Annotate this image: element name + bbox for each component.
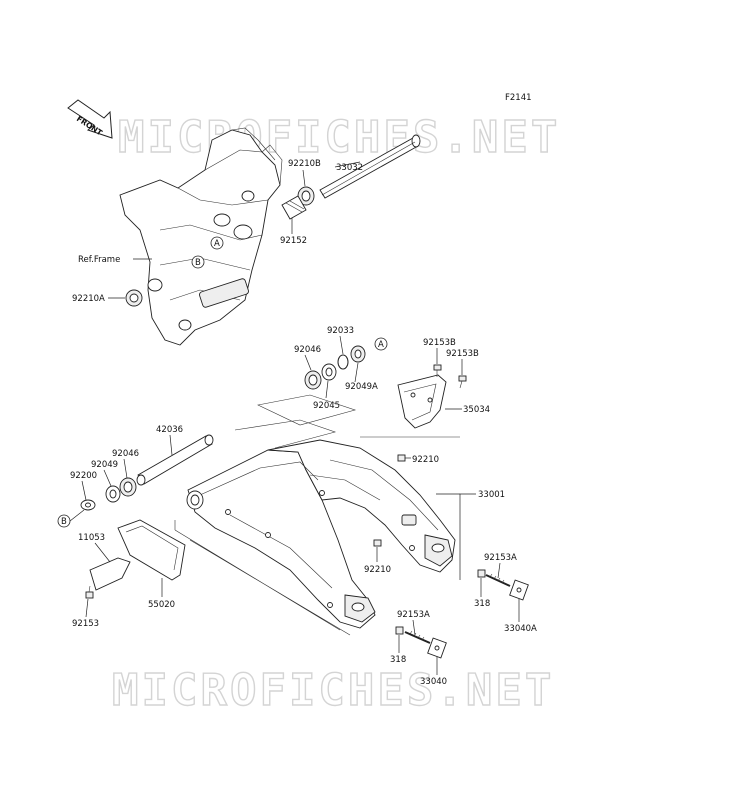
part-label-92153b-1: 92153B: [423, 338, 456, 348]
part-label-92049a: 92049A: [345, 382, 378, 392]
swingarm-33001: [186, 439, 456, 629]
front-arrow-icon: FRONT: [67, 99, 113, 139]
callout-b-frame: B: [191, 255, 205, 269]
adjuster-bolt-92153a-1: [485, 573, 511, 587]
part-label-92210-2: 92210: [364, 565, 391, 575]
block-33040a: [509, 579, 529, 601]
part-label-92033: 92033: [327, 326, 354, 336]
washer-92200: [80, 499, 96, 511]
oil-seal-92049a: [350, 345, 366, 363]
nut-318-2: [395, 626, 404, 635]
callout-a-frame: A: [210, 236, 224, 250]
nut-92210a: [125, 289, 143, 307]
bearing-92046-lower: [119, 477, 137, 497]
nut-318-1: [477, 569, 486, 578]
bolt-92153b-1: [433, 364, 442, 377]
collar-92152: [281, 195, 307, 220]
chain-guide-35034: [397, 374, 447, 429]
part-label-11053: 11053: [78, 533, 105, 543]
part-label-92046-lower: 92046: [112, 449, 139, 459]
part-label-92045: 92045: [313, 401, 340, 411]
pivot-shaft-33032: [319, 134, 421, 199]
bolt-92153: [85, 585, 94, 599]
callout-b-lower: B: [57, 514, 71, 528]
oil-seal-92049: [105, 485, 121, 503]
part-label-92049: 92049: [91, 460, 118, 470]
part-label-92153b-2: 92153B: [446, 349, 479, 359]
watermark-bottom: MICROFICHES.NET: [112, 665, 554, 716]
bolt-92210-1: [397, 454, 406, 462]
callout-a-bearing: A: [374, 337, 388, 351]
part-label-92210b: 92210B: [288, 159, 321, 169]
bolt-92153b-2: [458, 375, 467, 389]
part-label-92046-upper: 92046: [294, 345, 321, 355]
watermark-top: MICROFICHES.NET: [118, 112, 560, 163]
svg-text:A: A: [378, 340, 384, 350]
part-label-92152: 92152: [280, 236, 307, 246]
part-label-318-1: 318: [474, 599, 490, 609]
part-label-92153: 92153: [72, 619, 99, 629]
part-label-92210a: 92210A: [72, 294, 105, 304]
part-label-92210-1: 92210: [412, 455, 439, 465]
figure-id: F2141: [505, 93, 532, 103]
part-label-33040: 33040: [420, 677, 447, 687]
svg-text:A: A: [214, 239, 220, 249]
part-label-35034: 35034: [463, 405, 490, 415]
part-label-33040a: 33040A: [504, 624, 537, 634]
part-label-318-2: 318: [390, 655, 406, 665]
part-label-55020: 55020: [148, 600, 175, 610]
adjuster-bolt-92153a-2: [404, 630, 431, 644]
ref-frame-label: Ref.Frame: [78, 255, 120, 265]
bolt-92210-2: [373, 539, 382, 547]
frame-drawing: [119, 127, 283, 346]
collar-42036: [136, 434, 214, 486]
chain-slider-55020: [117, 519, 186, 581]
svg-text:B: B: [61, 517, 67, 527]
oil-seal-92045: [321, 363, 337, 381]
part-label-33001: 33001: [478, 490, 505, 500]
circlip-92033: [337, 354, 349, 370]
part-label-92153a-1: 92153A: [484, 553, 517, 563]
block-33040: [427, 637, 447, 659]
bracket-11053: [89, 557, 131, 591]
part-label-92153a-2: 92153A: [397, 610, 430, 620]
part-label-42036: 42036: [156, 425, 183, 435]
svg-text:B: B: [195, 258, 201, 268]
bearing-92046-upper: [304, 370, 322, 390]
part-label-33032: 33032: [336, 163, 363, 173]
part-label-92200: 92200: [70, 471, 97, 481]
